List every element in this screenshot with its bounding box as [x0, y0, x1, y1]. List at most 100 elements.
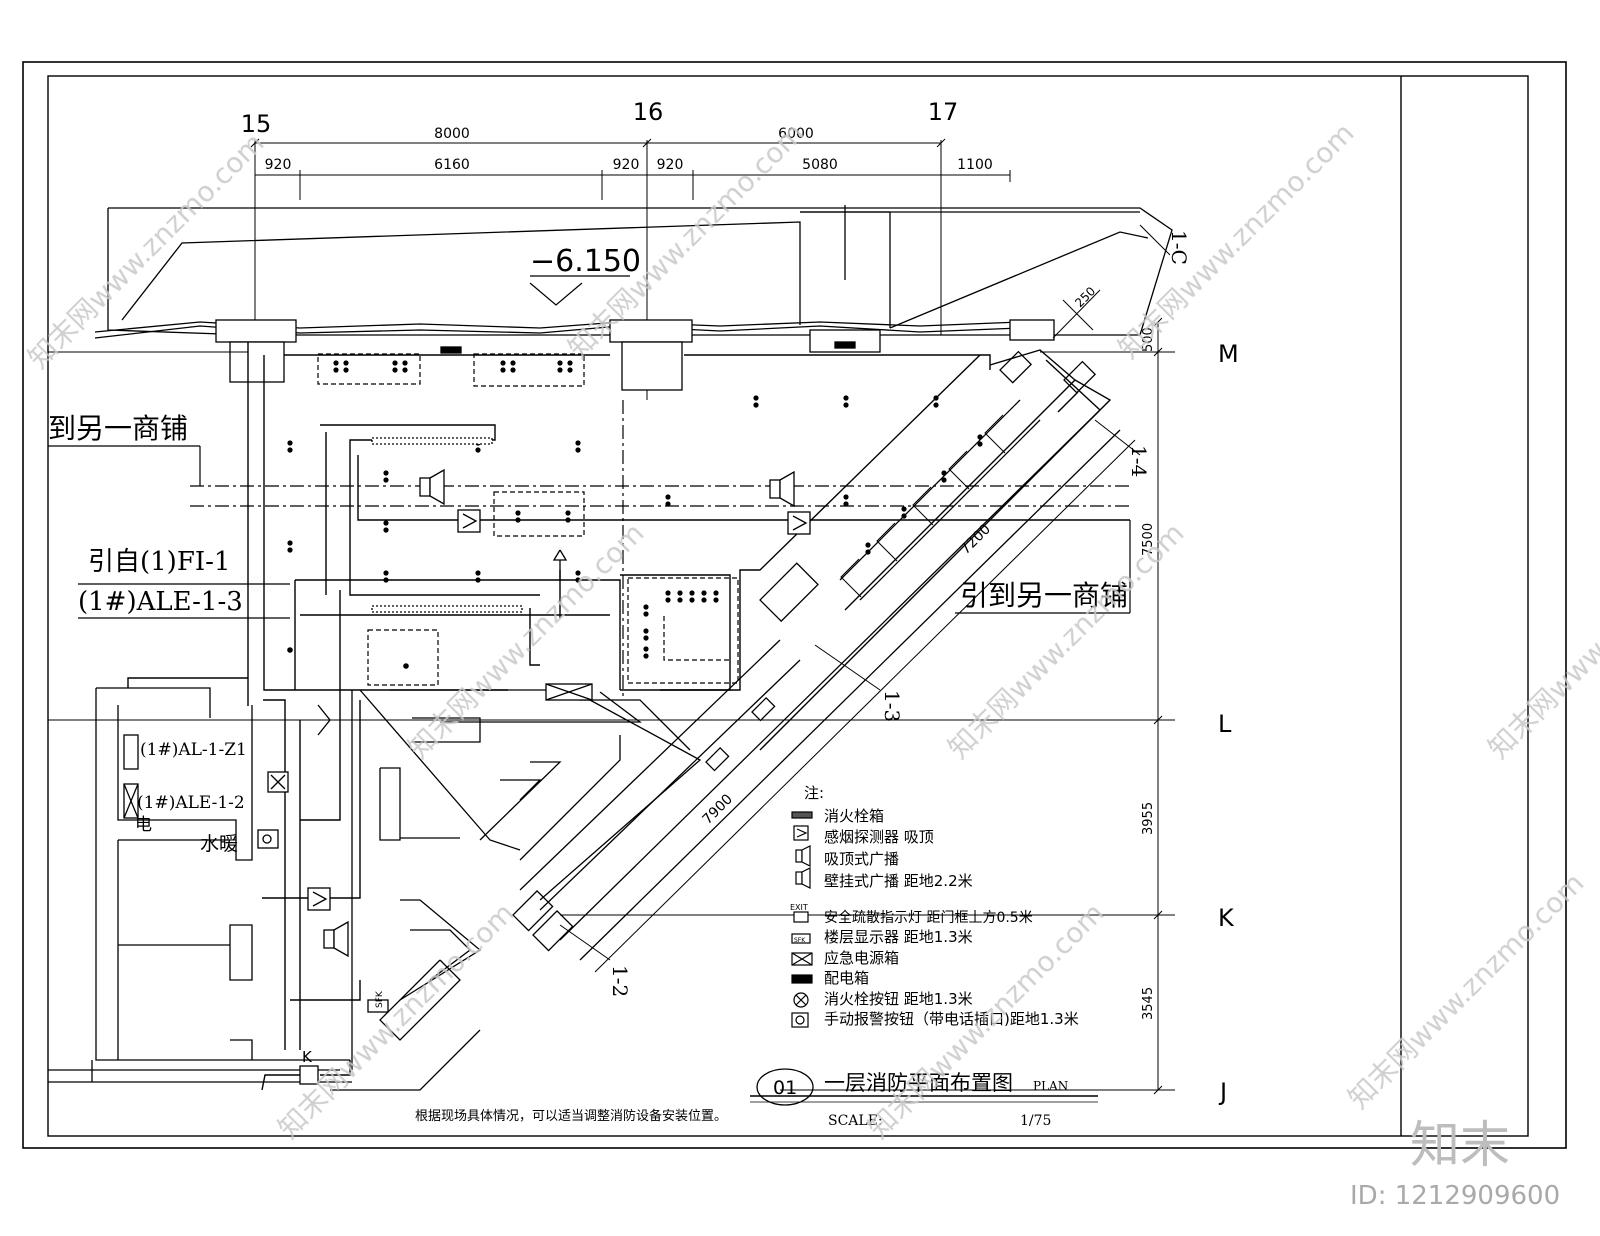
row-label-L: L [1218, 710, 1232, 738]
legend-sfk-mark: SFK [794, 937, 806, 944]
watermarks: 知末网www.znzmo.com 知末网www.znzmo.com 知末网www… [22, 116, 1600, 1145]
dim-920-c: 920 [657, 157, 684, 173]
diagonal-corridor [512, 350, 1121, 961]
level-text: −6.150 [530, 244, 641, 279]
column-labels: 15 16 17 [241, 98, 959, 138]
drawing-plan-label: PLAN [1033, 1079, 1068, 1093]
source-label-1: 引自(1)FI-1 [88, 547, 230, 577]
dim-500: 500 [1141, 327, 1156, 352]
section-tag-lines [559, 224, 1171, 961]
corridor-segments [840, 414, 1006, 598]
panel-box-1 [123, 734, 139, 770]
drawing-number: 01 [773, 1077, 797, 1099]
legend-item-ceiling-speaker: 吸顶式广播 [824, 850, 899, 868]
detector-single [403, 663, 409, 669]
legend-hydrant-box-icon [791, 811, 813, 819]
wall-speaker-1 [419, 477, 431, 497]
legend-item-wall-speaker: 壁挂式广播 距地2.2米 [824, 872, 973, 890]
watermark-5: 知末网www.znzmo.com [942, 516, 1191, 765]
to-other-shop-right: 引到另一商铺 [960, 579, 1128, 612]
watermark-9: 知末网www.znzmo.com [1342, 866, 1591, 1115]
section-tag-1C: 1-C [1167, 230, 1191, 265]
legend-distribution-box-icon [791, 974, 813, 984]
watermark-4: 知末网www.znzmo.com [402, 516, 651, 765]
dim-920-a: 920 [265, 157, 292, 173]
plan-annotations: 到另一商铺 引到另一商铺 引自(1)FI-1 (1#)ALE-1-3 (1#)A… [48, 412, 1131, 1124]
section-tag-1-2: 1-2 [608, 965, 632, 997]
legend-item-manual-alarm: 手动报警按钮（带电话插口)距地1.3米 [824, 1010, 1079, 1028]
dim-7500: 7500 [1141, 523, 1156, 556]
dashed-zones [190, 353, 1130, 700]
equipment-symbols [123, 341, 856, 1085]
inner-frame [47, 75, 1529, 1137]
right-dimension-texts: 500 7500 3955 3545 [1141, 327, 1156, 1020]
dim-920-b: 920 [613, 157, 640, 173]
dim-3955: 3955 [1141, 802, 1156, 835]
smoke-sensor-box-2 [787, 511, 811, 535]
k-label: K [302, 1048, 313, 1066]
row-label-K: K [1218, 904, 1235, 932]
drawing-title: 一层消防平面布置图 [824, 1071, 1013, 1095]
row-labels: M L K J [1218, 340, 1239, 1106]
legend-title: 注: [804, 784, 824, 802]
legend-item-floor-display: 楼层显示器 距地1.3米 [824, 928, 973, 946]
dim-5080: 5080 [802, 157, 838, 173]
diagonal-dim-lines [594, 289, 1136, 973]
panel-label-2: (1#)ALE-1-2 [137, 793, 245, 813]
section-tags: 1-C 1-4 1-3 1-2 [608, 230, 1191, 997]
water-heating-label: 水暖 [200, 833, 238, 855]
row-label-M: M [1218, 340, 1239, 368]
dim-6000: 6000 [778, 126, 814, 142]
source-label-2: (1#)ALE-1-3 [78, 587, 243, 617]
watermark-7: 知末网www.znzmo.com [272, 896, 521, 1145]
legend-item-emergency-power: 应急电源箱 [824, 949, 899, 967]
legend-floor-display-icon [791, 933, 811, 944]
wall-speaker-3 [323, 929, 335, 949]
column-label-15: 15 [241, 110, 272, 138]
sfk-plan-label: SFK [375, 990, 385, 1008]
dim-8000: 8000 [434, 126, 470, 142]
wall-speaker-2 [769, 479, 781, 499]
drawing-number-bubble [756, 1068, 814, 1106]
section-tag-1-4: 1-4 [1127, 445, 1151, 477]
legend-exit-sign-icon [793, 911, 809, 923]
legend-item-hydrant-box: 消火栓箱 [824, 807, 884, 825]
column-label-17: 17 [928, 98, 959, 126]
detector-single-b [287, 647, 293, 653]
smoke-sensor-box-3 [307, 887, 331, 911]
top-dimension-texts: 8000 6000 920 6160 920 920 5080 1100 [265, 126, 993, 173]
bottom-note: 根据现场具体情况，可以适当调整消防设备安装位置。 [415, 1108, 727, 1124]
hydrant-box-top-2 [834, 341, 856, 349]
dim-7200: 7200 [958, 521, 995, 558]
image-id-text: ID: 1212909600 [1350, 1181, 1560, 1211]
legend: 注: EXIT SFK 消火栓箱 感烟探测器 吸顶 吸顶式广播 壁挂式广播 距地… [790, 784, 1079, 1028]
legend-symbols [791, 811, 813, 1028]
smoke-detectors [287, 360, 983, 659]
dim-6160: 6160 [434, 157, 470, 173]
panel-label-1: (1#)AL-1-Z1 [140, 740, 247, 760]
k-box [299, 1065, 319, 1085]
legend-item-distribution-box: 配电箱 [824, 969, 869, 987]
legend-item-hydrant-button: 消火栓按钮 距地1.3米 [824, 990, 973, 1008]
watermark-3: 知末网www.znzmo.com [1112, 116, 1361, 365]
elevation-mark: −6.150 [529, 244, 641, 306]
legend-item-exit-sign: 安全疏散指示灯 距门框上方0.5米 [824, 909, 1033, 926]
legend-exit-mark: EXIT [790, 903, 808, 912]
manual-alarm-1 [257, 829, 279, 849]
drawing-title-block: 01 一层消防平面布置图 PLAN SCALE: 1/75 [750, 1068, 1098, 1129]
dim-1100: 1100 [957, 157, 993, 173]
watermark-6: 知末网www.znzmo.com [1482, 516, 1600, 765]
hydrant-box-top-1 [440, 346, 462, 354]
outer-frame [22, 61, 1567, 1149]
sfk-box [367, 999, 389, 1013]
column-pads [215, 319, 1055, 391]
panel-label-3: 电 [135, 815, 152, 835]
smoke-sensor-box-1 [457, 509, 481, 533]
row-axes [48, 317, 1175, 1095]
row-label-J: J [1218, 1078, 1227, 1106]
exit-arrow-1 [317, 704, 331, 736]
legend-item-smoke-detector: 感烟探测器 吸顶 [824, 828, 934, 846]
drawing-scale-label: SCALE: [828, 1113, 883, 1129]
section-tag-1-3: 1-3 [880, 690, 904, 722]
